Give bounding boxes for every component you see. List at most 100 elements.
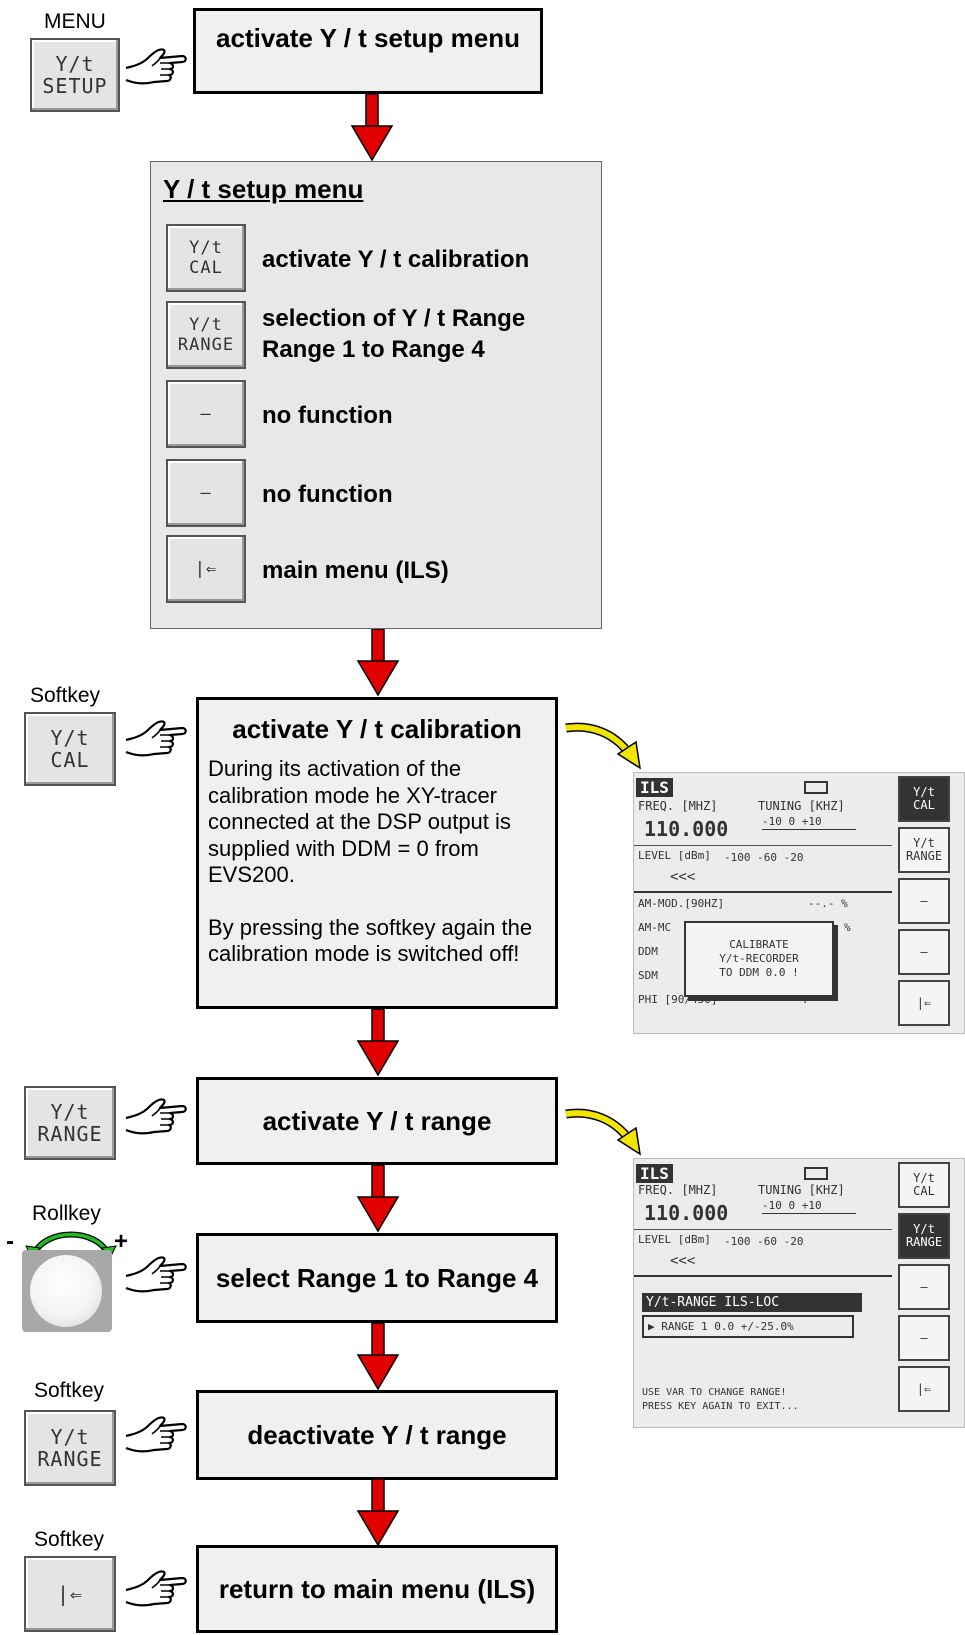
key-line: CAL [189, 258, 223, 278]
popup-line: Y/t-RECORDER [719, 952, 799, 965]
lcd-divider [634, 891, 892, 893]
lcd-softkey-blank[interactable]: – [898, 878, 950, 924]
lcd-row-label: AM-MOD.[90HZ] [638, 897, 725, 910]
key-line: Y/t [50, 726, 90, 750]
lcd-divider [634, 1229, 892, 1230]
pointing-hand-icon [124, 1094, 188, 1140]
menu-desc-range-line1: selection of Y / t Range [262, 305, 526, 332]
key-line: Y/t [50, 1425, 90, 1449]
lcd-softkey-return[interactable]: |⇐ [898, 1366, 950, 1412]
lcd-level-arrows: <<< [670, 869, 696, 885]
lcd-tuning-bar [762, 829, 856, 830]
lcd-level-label: LEVEL [dBm] [638, 849, 711, 862]
return-icon: |⇐ [56, 1582, 84, 1606]
lcd-screen-calibration: ILS FREQ. [MHZ] TUNING [KHZ] 110.000 -10… [633, 772, 965, 1034]
menu-desc-no-function-3: no function [262, 402, 393, 429]
lcd-row-label: AM-MC [638, 921, 672, 934]
lcd-softkey-blank[interactable]: – [898, 1264, 950, 1310]
menu-key-return[interactable]: |⇐ [166, 535, 246, 603]
lcd-mode-tag: ILS [636, 1164, 673, 1183]
key-line: – [200, 404, 212, 424]
battery-icon [804, 781, 828, 794]
knob-face [30, 1255, 102, 1327]
rollkey-knob[interactable] [22, 1250, 112, 1332]
softkey-caption: Softkey [34, 1528, 105, 1551]
lcd-tuning-scale: -10 0 +10 [762, 1199, 822, 1212]
popup-line: CALIBRATE [729, 938, 789, 951]
step-activate-range: activate Y / t range [196, 1077, 558, 1165]
pointing-hand-icon [124, 1412, 188, 1458]
lcd-tuning-label: TUNING [KHZ] [758, 1183, 845, 1197]
lcd-mode-tag: ILS [636, 778, 673, 797]
lcd-softkey-return[interactable]: |⇐ [898, 980, 950, 1026]
menu-key-yt-range[interactable]: Y/t RANGE [166, 301, 246, 369]
lcd-level-arrows: <<< [670, 1253, 696, 1269]
key-line: CAL [50, 748, 90, 772]
return-key[interactable]: |⇐ [24, 1556, 116, 1632]
yt-cal-key[interactable]: Y/t CAL [24, 712, 116, 786]
softkey-caption: Softkey [30, 684, 101, 707]
rollkey-plus: + [114, 1228, 129, 1255]
lcd-row-label: DDM [638, 945, 658, 958]
lcd-freq-label: FREQ. [MHZ] [638, 1183, 718, 1197]
menu-key-blank-4[interactable]: – [166, 459, 246, 527]
yt-range-key[interactable]: Y/t RANGE [24, 1410, 116, 1486]
menu-desc-range: selection of Y / t Range Range 1 to Rang… [262, 303, 525, 365]
pointing-hand-icon [124, 1252, 188, 1298]
battery-icon [804, 1167, 828, 1180]
lcd-hint-line-1: USE VAR TO CHANGE RANGE! [642, 1387, 787, 1398]
down-arrow-icon [356, 1479, 400, 1547]
rollkey-minus: - [6, 1228, 14, 1255]
down-arrow-icon [356, 629, 400, 697]
down-arrow-icon [356, 1323, 400, 1391]
step-activate-calibration: activate Y / t calibration [196, 697, 558, 1009]
lcd-level-label: LEVEL [dBm] [638, 1233, 711, 1246]
lcd-tuning-label: TUNING [KHZ] [758, 799, 845, 813]
menu-key-yt-cal[interactable]: Y/t CAL [166, 224, 246, 292]
step-activate-calibration-title: activate Y / t calibration [232, 714, 522, 744]
step-deactivate-range: deactivate Y / t range [196, 1390, 558, 1480]
step-return-main-menu: return to main menu (ILS) [196, 1545, 558, 1633]
lcd-softkey-blank[interactable]: – [898, 1315, 950, 1361]
key-line: RANGE [37, 1122, 103, 1146]
lcd-freq-label: FREQ. [MHZ] [638, 799, 718, 813]
step-activate-setup-menu: activate Y / t setup menu [193, 8, 543, 94]
key-line: Y/t [189, 315, 223, 335]
menu-caption: MENU [44, 10, 106, 33]
down-arrow-icon [356, 1165, 400, 1233]
down-arrow-icon [356, 1009, 400, 1077]
key-line: Y/t [55, 52, 95, 76]
calibration-description: During its activation of the calibration… [208, 756, 556, 968]
lcd-range-header: Y/t-RANGE ILS-LOC [642, 1293, 862, 1312]
softkey-caption: Softkey [34, 1379, 105, 1402]
key-line: Y/t [189, 238, 223, 258]
yt-range-key[interactable]: Y/t RANGE [24, 1086, 116, 1160]
lcd-divider [634, 845, 892, 846]
lcd-freq-value: 110.000 [644, 1201, 729, 1225]
lcd-hint-line-2: PRESS KEY AGAIN TO EXIT... [642, 1401, 799, 1412]
setup-menu-title: Y / t setup menu [163, 174, 364, 204]
lcd-softkey-blank[interactable]: – [898, 929, 950, 975]
return-icon: |⇐ [194, 559, 218, 579]
lcd-divider [634, 1275, 892, 1277]
lcd-freq-value: 110.000 [644, 817, 729, 841]
key-line: – [200, 483, 212, 503]
yt-setup-key[interactable]: Y/t SETUP [30, 38, 120, 112]
yellow-arrow-icon [565, 722, 641, 770]
lcd-range-line: ▶ RANGE 1 0.0 +/-25.0% [642, 1315, 854, 1338]
menu-key-blank-3[interactable]: – [166, 380, 246, 448]
menu-desc-main-menu: main menu (ILS) [262, 557, 449, 584]
lcd-row-label: SDM [638, 969, 658, 982]
key-line: SETUP [42, 74, 108, 98]
pointing-hand-icon [124, 1566, 188, 1612]
lcd-level-scale: -100 -60 -20 [724, 1235, 804, 1248]
lcd-tuning-bar [762, 1213, 856, 1214]
pointing-hand-icon [124, 716, 188, 762]
rollkey-caption: Rollkey [32, 1202, 101, 1225]
lcd-tuning-scale: -10 0 +10 [762, 815, 822, 828]
yellow-arrow-icon [565, 1108, 641, 1156]
